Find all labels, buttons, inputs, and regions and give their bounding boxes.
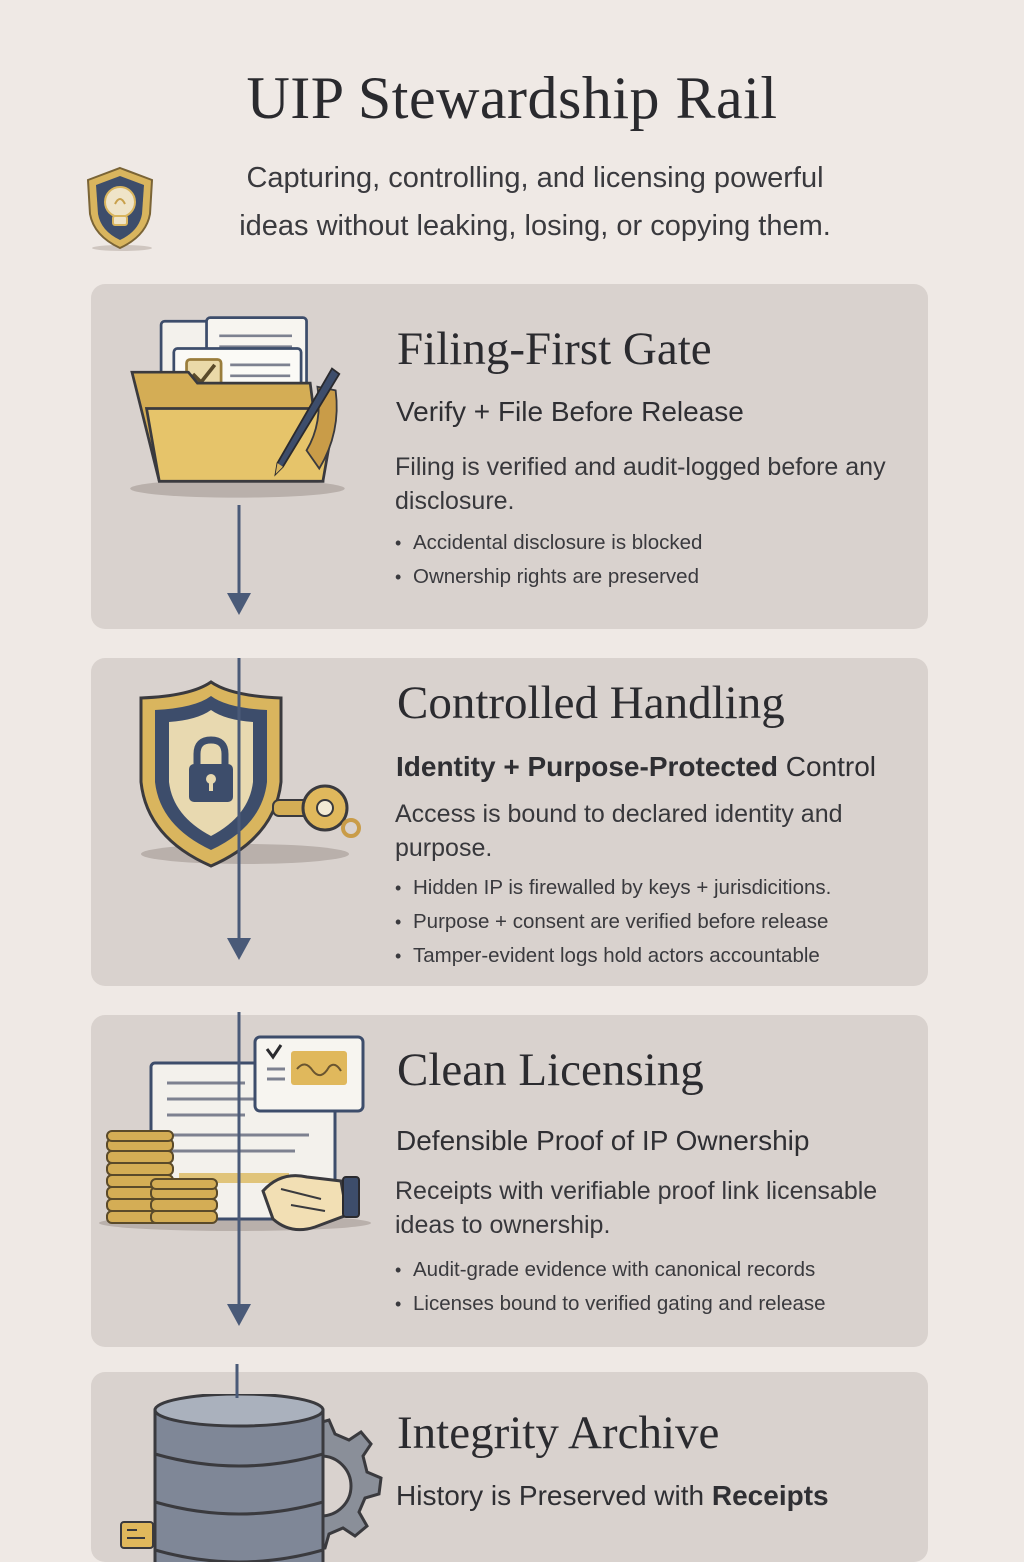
list-item: Accidental disclosure is blocked: [395, 526, 702, 560]
page-subtitle: Capturing, controlling, and licensing po…: [190, 154, 880, 250]
list-item: Tamper-evident logs hold actors accounta…: [395, 939, 831, 973]
subtitle-line-2: ideas without leaking, losing, or copyin…: [239, 210, 831, 242]
step-subtitle: Defensible Proof of IP Ownership: [396, 1125, 810, 1156]
step-title: Controlled Handling: [397, 677, 785, 729]
step-subtitle: Identity + Purpose-Protected Control: [396, 751, 876, 783]
step-title: Filing-First Gate: [397, 323, 712, 375]
step-card-controlled-handling: Controlled Handling Identity + Purpose-P…: [91, 658, 928, 986]
subtitle-line-1: Capturing, controlling, and licensing po…: [246, 162, 824, 194]
list-item: Hidden IP is firewalled by keys + jurisd…: [395, 871, 831, 905]
shield-lock-key-icon: [139, 680, 361, 868]
step-bullet-list: Audit-grade evidence with canonical reco…: [395, 1253, 826, 1321]
step-subtitle: Verify + File Before Release: [396, 396, 744, 427]
step-subtitle-bold: Receipts: [711, 1480, 829, 1511]
step-description: Filing is verified and audit-logged befo…: [395, 453, 886, 515]
step-card-integrity-archive: Integrity Archive History is Preserved w…: [91, 1372, 928, 1562]
step-bullet-list: Hidden IP is firewalled by keys + jurisd…: [395, 871, 831, 973]
folder-document-pen-icon: [130, 316, 345, 498]
list-item: Purpose + consent are verified before re…: [395, 905, 831, 939]
list-item: Licenses bound to verified gating and re…: [395, 1287, 826, 1321]
step-subtitle-bold: Identity + Purpose-Protected: [396, 751, 778, 782]
step-description: Access is bound to declared identity and…: [395, 800, 843, 862]
step-title: Clean Licensing: [397, 1044, 704, 1096]
database-gear-icon: [120, 1394, 383, 1562]
step-title: Integrity Archive: [397, 1407, 720, 1459]
page-title: UIP Stewardship Rail: [246, 65, 778, 131]
step-description: Receipts with verifiable proof link lice…: [395, 1177, 878, 1239]
step-subtitle-rest: Control: [777, 751, 877, 782]
step-subtitle-rest: History is Preserved with: [396, 1480, 712, 1511]
list-item: Ownership rights are preserved: [395, 560, 702, 594]
step-card-filing-first-gate: Filing-First Gate Verify + File Before R…: [91, 284, 928, 629]
lightbulb-shield-icon: [86, 166, 154, 251]
contract-coins-handshake-icon: [99, 1035, 371, 1232]
step-bullet-list: Accidental disclosure is blocked Ownersh…: [395, 526, 702, 594]
list-item: Audit-grade evidence with canonical reco…: [395, 1253, 826, 1287]
step-card-clean-licensing: Clean Licensing Defensible Proof of IP O…: [91, 1015, 928, 1347]
step-subtitle: History is Preserved with Receipts: [396, 1480, 829, 1512]
